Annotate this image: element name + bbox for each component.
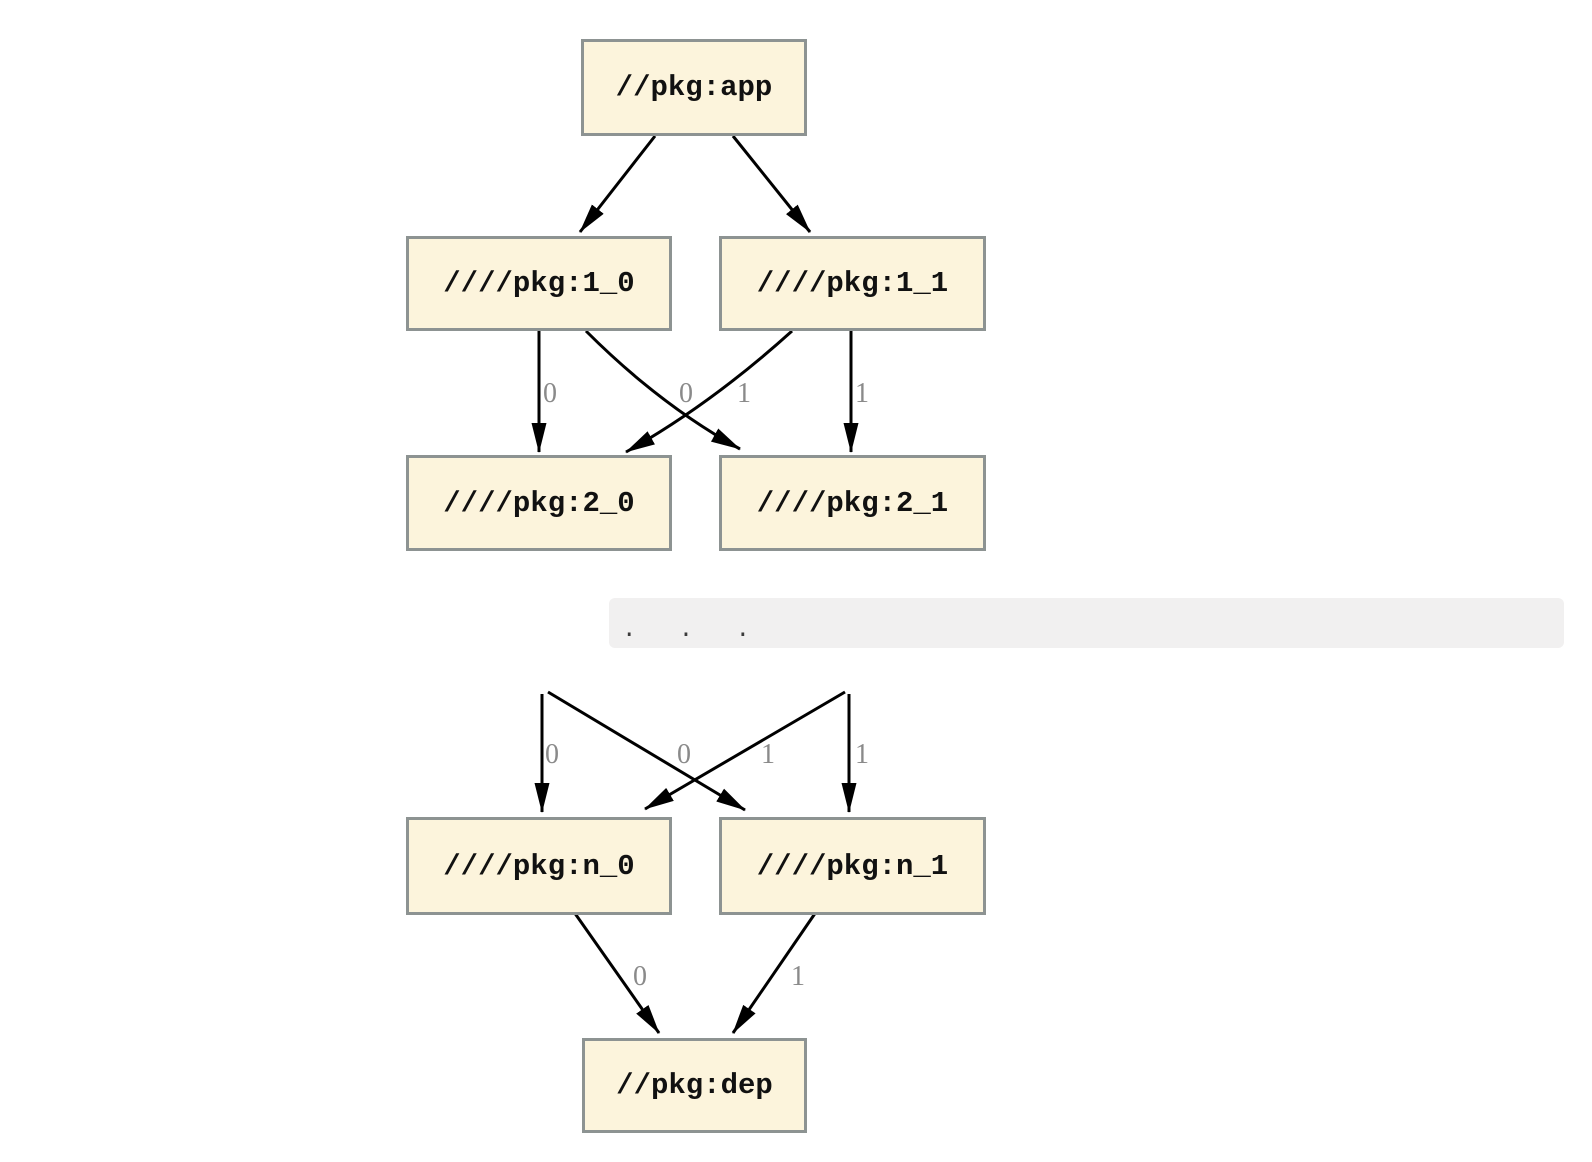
edge-label: 1: [855, 378, 869, 409]
node-pkg-2-1: ////pkg:2_1: [719, 455, 986, 551]
node-pkg-1-1: ////pkg:1_1: [719, 236, 986, 331]
edge-label: 0: [633, 961, 647, 992]
edge-label: 1: [737, 378, 751, 409]
node-pkg-n-0: ////pkg:n_0: [406, 817, 672, 915]
edge-pkg-1-0-to-pkg-2-1: [584, 329, 741, 451]
edge-label: 0: [677, 739, 691, 770]
node-pkg-1-0: ////pkg:1_0: [406, 236, 672, 331]
edge-pkg-n-1-to-dep: [731, 911, 818, 1034]
node-label: ////pkg:1_0: [443, 267, 635, 300]
node-pkg-app: //pkg:app: [581, 39, 807, 136]
edge-app-to-pkg-1-1: [731, 135, 812, 233]
edge-pkg-1-1-to-pkg-2-0: [625, 329, 794, 454]
node-label: ////pkg:2_0: [443, 486, 635, 520]
node-label: //pkg:app: [615, 71, 773, 104]
edge-label: 1: [761, 739, 775, 770]
node-label: ////pkg:n_1: [756, 849, 949, 883]
edge-label: 0: [545, 739, 559, 770]
edge-app-to-pkg-1-0: [578, 135, 657, 233]
edge-label: 0: [543, 378, 557, 409]
node-pkg-n-1: ////pkg:n_1: [719, 817, 986, 915]
node-label: ////pkg:1_1: [756, 267, 949, 300]
node-pkg-2-0: ////pkg:2_0: [406, 455, 672, 551]
ellipsis-dots: . . .: [622, 616, 765, 644]
edge-ellipsis-to-pkg-n-0-diagonal: [644, 690, 846, 811]
node-label: ////pkg:n_0: [443, 849, 635, 883]
edge-pkg-n-0-to-dep: [572, 911, 661, 1034]
edge-label: 0: [679, 378, 693, 409]
ellipsis-band: . . .: [609, 598, 1564, 648]
node-pkg-dep: //pkg:dep: [582, 1038, 807, 1133]
edge-label: 1: [855, 739, 869, 770]
node-label: ////pkg:2_1: [756, 486, 949, 520]
edge-ellipsis-to-pkg-n-1-diagonal: [547, 690, 746, 812]
node-label: //pkg:dep: [616, 1069, 773, 1102]
edge-label: 1: [791, 961, 805, 992]
